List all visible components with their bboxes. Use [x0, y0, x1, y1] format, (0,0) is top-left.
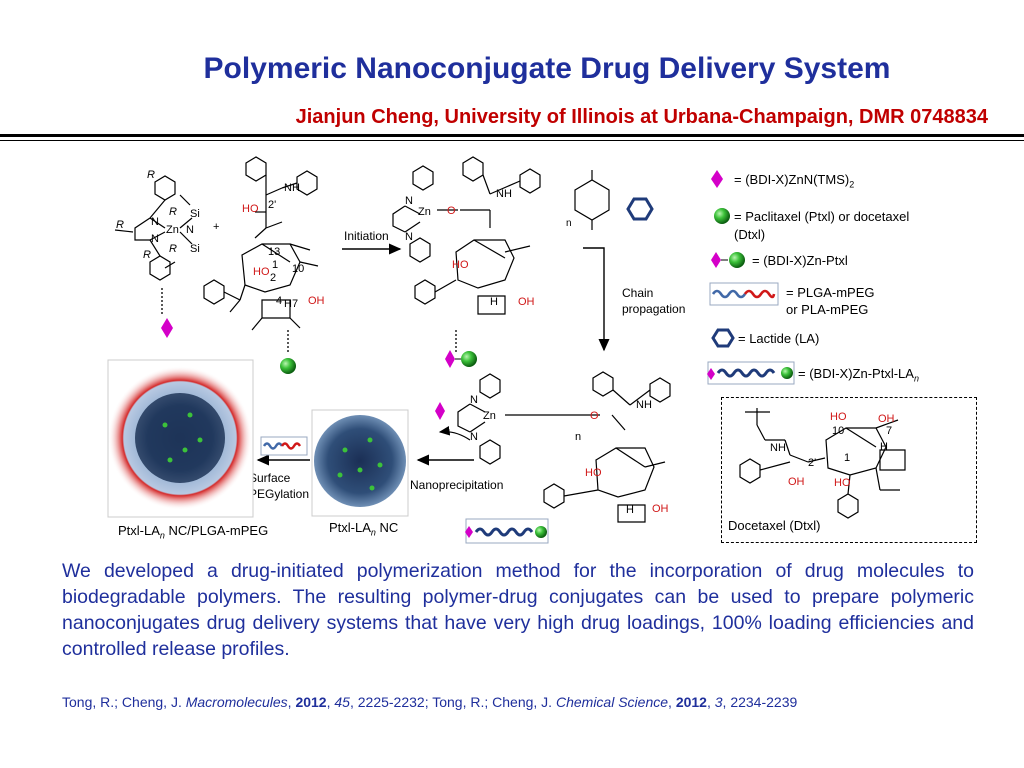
lactide-n: n [566, 218, 572, 229]
dtxl-oh: OH [788, 476, 805, 488]
paclitaxel-sphere [280, 358, 296, 374]
ptxl-ho-2: HO [253, 266, 270, 278]
catalyst-zn: Zn [166, 224, 179, 236]
lan-n-bottom: N [470, 431, 478, 443]
catalyst-si-top: Si [190, 208, 200, 220]
zn-ptxl-diamond [445, 350, 455, 368]
ptxl-lan-nc-image [314, 415, 406, 507]
ptxl-oh: OH [308, 295, 325, 307]
legend-zn-drug-sphere-icon [729, 252, 745, 268]
title-divider [0, 134, 1024, 137]
docetaxel-box [721, 397, 977, 543]
legend-drug-2: (Dtxl) [734, 227, 766, 242]
catalyst-r2: R [169, 243, 177, 255]
ptxl-h7: H7 [284, 298, 298, 310]
dtxl-ho: HO [830, 411, 847, 423]
ptxl-c4: 4 [276, 295, 282, 307]
lan-n-sub: n [575, 431, 581, 443]
dtxl-c1: 1 [844, 452, 850, 464]
lactide-hexagon [626, 197, 654, 221]
ptxl-c10: 10 [292, 263, 304, 275]
docetaxel-structure [739, 408, 906, 519]
docetaxel-caption: Docetaxel (Dtxl) [728, 518, 821, 533]
legend-polymer: = PLGA-mPEG [786, 285, 875, 300]
zn-ptxl-lan-structure [457, 371, 671, 523]
znptxl-oh: OH [518, 296, 535, 308]
legend-diamond-icon [711, 170, 723, 188]
lan-n-top: N [470, 394, 478, 406]
catalyst-n-top: N [151, 216, 159, 228]
dtxl-h: H [880, 441, 888, 453]
legend-polymer-2: or PLA-mPEG [786, 302, 869, 317]
legend-drug: = Paclitaxel (Ptxl) or docetaxel [734, 209, 910, 224]
lan-zn: Zn [483, 410, 496, 422]
ptxl-c2: 2 [270, 272, 276, 284]
chain-propagation-label-2: propagation [622, 302, 685, 316]
zn-ptxl-structure [392, 156, 541, 315]
lactide-structure [574, 170, 610, 230]
legend-lactide-icon [711, 328, 735, 348]
ptxl-lan-nc-caption: Ptxl-LAn NC [329, 520, 399, 538]
nanoprecipitation-label: Nanoprecipitation [410, 478, 503, 492]
legend-drug-sphere-icon [714, 208, 730, 224]
dtxl-ho-2: HO [834, 477, 851, 489]
lan-h: H [626, 504, 634, 516]
title-divider-thin [0, 140, 1024, 141]
ptxl-c13: 13 [268, 246, 280, 258]
pegylated-nc-caption: Ptxl-LAn NC/PLGA-mPEG [118, 523, 269, 541]
lan-o: O [590, 410, 599, 422]
catalyst-n-bottom: N [151, 233, 159, 245]
chain-propagation-label-1: Chain [622, 286, 653, 300]
ptxl-nh: NH [284, 182, 300, 194]
legend-conjugate: = (BDI-X)Zn-Ptxl-LAn [798, 366, 919, 384]
znptxl-zn: Zn [418, 206, 431, 218]
dtxl-c10: 10 [832, 425, 844, 437]
legend-conjugate-icon [716, 368, 776, 378]
svg-text:+: + [213, 221, 219, 233]
reaction-scheme: N N Zn N Si Si R R R R R + [107, 156, 906, 544]
legend-zn-drug: = (BDI-X)Zn-Ptxl [752, 253, 848, 268]
zn-ptxl-sphere [461, 351, 477, 367]
ptxl-c1: 1 [272, 259, 278, 271]
znptxl-ho: HO [452, 259, 469, 271]
lan-ho: HO [585, 467, 602, 479]
surface-pegylation-label-1: Surface [249, 471, 291, 485]
paclitaxel-structure [203, 156, 319, 331]
zn-catalyst-structure [114, 175, 193, 281]
dtxl-c7: 7 [886, 425, 892, 437]
dtxl-oh-top: OH [878, 413, 895, 425]
initiation-label: Initiation [344, 229, 389, 243]
catalyst-r-lower: R [143, 249, 151, 261]
znptxl-h: H [490, 296, 498, 308]
lan-diamond [435, 402, 445, 420]
catalyst-r-upper: R [147, 169, 155, 181]
ptxl-2p: 2' [268, 199, 276, 211]
catalyst-r1: R [169, 206, 177, 218]
description-paragraph: We developed a drug-initiated polymeriza… [62, 560, 974, 660]
legend-zn-catalyst: = (BDI-X)ZnN(TMS)2 [734, 172, 855, 190]
lan-nh: NH [636, 399, 652, 411]
surface-pegylation-label-2: PEGylation [249, 487, 309, 501]
catalyst-si-bottom: Si [190, 243, 200, 255]
znptxl-n-bottom: N [405, 231, 413, 243]
legend-polymer-icon [711, 289, 747, 299]
page-title: Polymeric Nanoconjugate Drug Delivery Sy… [203, 52, 891, 85]
page-subtitle: Jianjun Cheng, University of Illinois at… [295, 106, 988, 128]
znptxl-o: O [447, 205, 456, 217]
catalyst-r3: R [116, 219, 124, 231]
dtxl-2p: 2' [808, 457, 816, 469]
catalyst-n-tms: N [186, 224, 194, 236]
ptxl-ho: HO [242, 203, 259, 215]
znptxl-nh: NH [496, 188, 512, 200]
lan-oh: OH [652, 503, 669, 515]
legend-zn-drug-diamond-icon [711, 252, 721, 268]
legend-lactide: = Lactide (LA) [738, 331, 820, 346]
references: Tong, R.; Cheng, J. Macromolecules, 2012… [62, 694, 798, 710]
znptxl-n-top: N [405, 195, 413, 207]
dtxl-nh: NH [770, 442, 786, 454]
zn-catalyst-diamond [161, 318, 173, 338]
